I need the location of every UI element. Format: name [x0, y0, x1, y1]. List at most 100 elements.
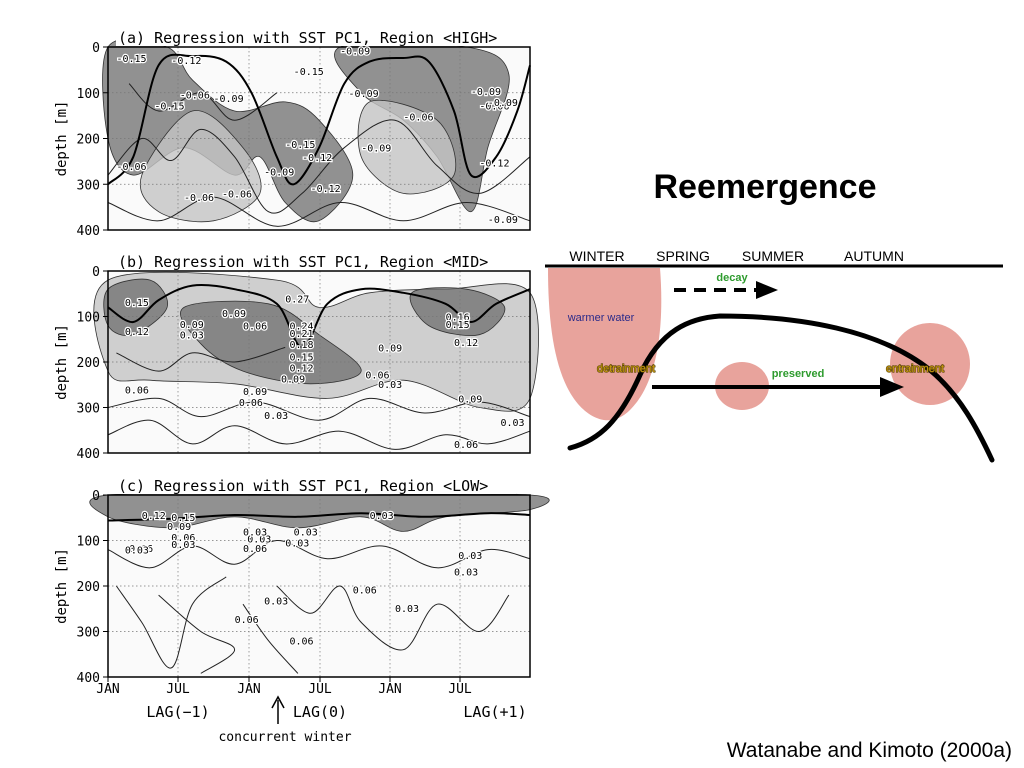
depth-tick-label: 100 — [77, 535, 100, 550]
contour-label: 0.03 — [500, 418, 524, 429]
contour-label: 0.03 — [378, 380, 402, 391]
arrow-head — [271, 695, 285, 709]
contour-label: 0.09 — [243, 387, 267, 398]
reemergence-schematic: WINTER SPRING SUMMER AUTUMN decay warmer wate… — [545, 248, 1003, 463]
contour-label: 0.03 — [247, 535, 271, 546]
panel-a: (a) Regression with SST PC1, Region <HIG… — [54, 29, 531, 239]
depth-tick-label: 0 — [92, 265, 100, 280]
contour-label: 0.06 — [239, 398, 263, 409]
contour-label: 0.03 — [294, 527, 318, 538]
contour-label: 0.09 — [458, 394, 482, 405]
contour-label: -0.09 — [340, 47, 370, 58]
contour-label: 0.03 — [454, 567, 478, 578]
depth-tick-label: 400 — [77, 447, 100, 462]
contour-label: -0.12 — [171, 56, 201, 67]
contour-label: 0.06 — [243, 322, 267, 333]
contour-label: 0.06 — [243, 544, 267, 555]
contour-line — [107, 119, 531, 214]
warmer-water-label: warmer water — [567, 312, 635, 324]
season-label: SUMMER — [742, 248, 804, 264]
contour-label: -0.06 — [116, 162, 146, 173]
contour-label: 0.15 — [171, 513, 195, 524]
contour-label: 0.12 — [125, 327, 149, 338]
contour-line — [107, 419, 531, 450]
contour-label: 0.09 — [222, 309, 246, 320]
contour-label: 0.15 — [125, 298, 149, 309]
shaded-region — [139, 110, 262, 223]
season-label: WINTER — [569, 248, 624, 264]
depth-tick-label: 300 — [77, 178, 100, 193]
contour-label: 0.06 — [235, 615, 259, 626]
concurrent-winter-label: concurrent winter — [218, 730, 351, 745]
month-tick-label: JUL — [448, 682, 472, 697]
y-axis-label: depth [m] — [54, 324, 70, 400]
depth-tick-label: 400 — [77, 671, 100, 686]
contour-label: -0.06 — [403, 113, 433, 124]
contour-label: 0.09 — [378, 343, 402, 354]
season-label: SPRING — [656, 248, 710, 264]
contour-line — [116, 346, 286, 372]
contour-label: 0.06 — [353, 586, 377, 597]
depth-tick-label: 200 — [77, 133, 100, 148]
month-tick-label: JAN — [378, 682, 401, 697]
contour-label: 0.03 — [180, 331, 204, 342]
season-label: AUTUMN — [844, 248, 904, 264]
preserved-arrow-head — [880, 377, 904, 397]
y-axis-label: depth [m] — [54, 548, 70, 624]
contour-label: -0.09 — [264, 167, 294, 178]
contour-label: -0.09 — [361, 144, 391, 155]
contour-label: 0.21 — [289, 329, 313, 340]
contour-label: 0.15 — [446, 320, 470, 331]
contour-label: 0.27 — [285, 294, 309, 305]
contour-label: 0.03 — [458, 551, 482, 562]
contour-label: 0.03 — [171, 540, 195, 551]
contour-label: 0.12 — [454, 338, 478, 349]
detrainment-label: detrainment — [597, 363, 655, 375]
decay-label: decay — [716, 272, 748, 284]
contour-label: -0.06 — [180, 91, 210, 102]
mixed-layer-depth-line — [107, 283, 531, 349]
contour-label: 0.09 — [281, 374, 305, 385]
contour-label: 0.24 — [289, 322, 313, 333]
contour-line — [158, 594, 236, 674]
depth-tick-label: 400 — [77, 224, 100, 239]
depth-tick-label: 200 — [77, 356, 100, 371]
contour-label: -0.09 — [471, 87, 501, 98]
contour-label: 0.18 — [289, 340, 313, 351]
month-tick-label: JAN — [96, 682, 119, 697]
contour-label: -0.15 — [154, 102, 184, 113]
lag-label: LAG(+1) — [463, 703, 526, 721]
preserved-label: preserved — [772, 368, 825, 380]
contour-label: -0.12 — [479, 158, 509, 169]
contour-label: 0.06 — [289, 637, 313, 648]
contour-label: -0.15 — [294, 67, 324, 78]
depth-tick-label: 100 — [77, 311, 100, 326]
panel-title: (c) Regression with SST PC1, Region <LOW… — [118, 477, 488, 495]
contour-label: 0.12 — [289, 363, 313, 374]
contour-label: 0.03 — [264, 597, 288, 608]
shaded-region — [103, 278, 168, 337]
slide-title: Reemergence — [653, 168, 877, 206]
contour-label: 0.03 — [243, 527, 267, 538]
contour-label: -0.15 — [116, 54, 146, 65]
panel-b: (b) Regression with SST PC1, Region <MID… — [54, 253, 539, 462]
panel-c: (c) Regression with SST PC1, Region <LOW… — [54, 477, 550, 686]
contour-label: -0.06 — [222, 189, 252, 200]
contour-label: 0.16 — [446, 313, 470, 324]
contour-label: 0.09 — [180, 320, 204, 331]
contour-label: 0.03 — [125, 546, 149, 557]
contour-label: 0.06 — [454, 440, 478, 451]
mixed-layer-curve — [567, 313, 995, 463]
contour-line — [107, 196, 531, 227]
depth-tick-label: 300 — [77, 402, 100, 417]
contour-label: 0.12 — [142, 511, 166, 522]
mixed-layer-depth-line — [107, 53, 531, 186]
contour-label: 0.06 — [171, 533, 195, 544]
depth-tick-label: 200 — [77, 580, 100, 595]
contour-label: 0.03 — [264, 411, 288, 422]
depth-tick-label: 0 — [92, 41, 100, 56]
lag-label: LAG(0) — [293, 703, 347, 721]
contour-label: -0.09 — [214, 94, 244, 105]
